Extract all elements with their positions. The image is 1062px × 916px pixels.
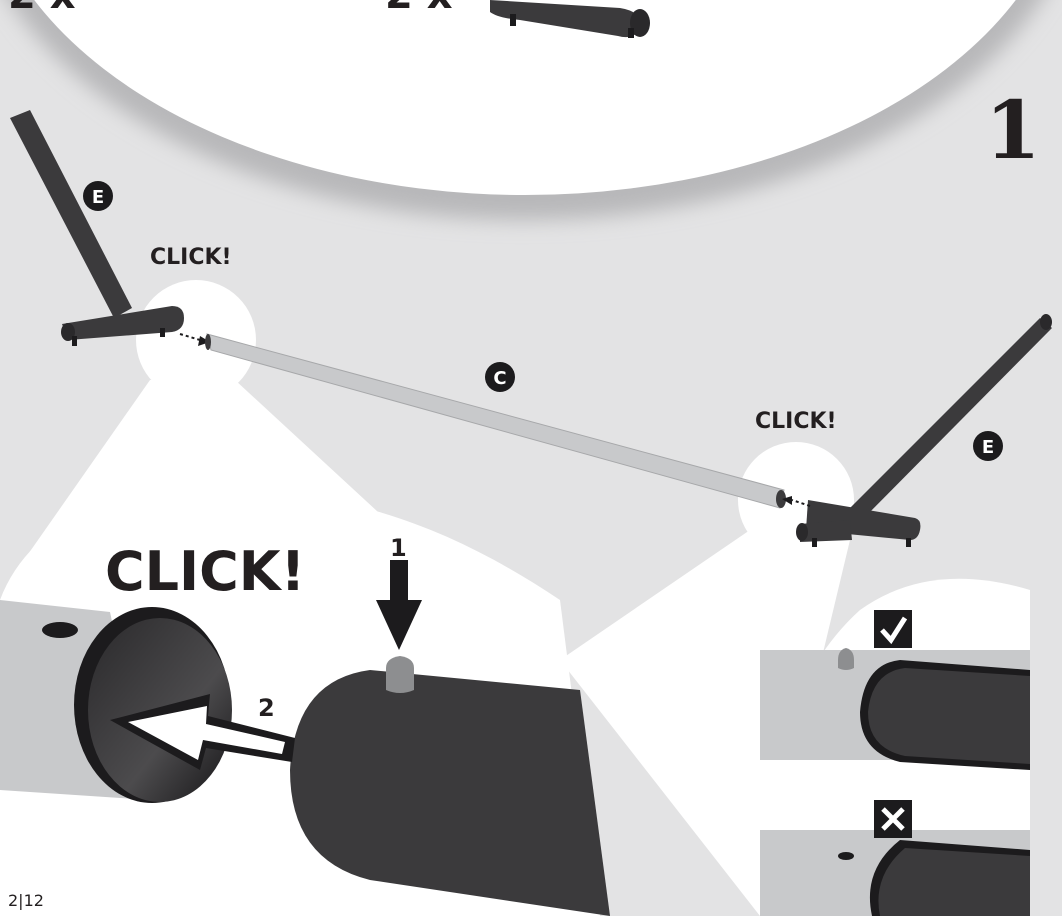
- insert-arrow-big: [110, 694, 295, 770]
- insert-arrow-left: [179, 333, 210, 346]
- check-icon: [874, 610, 912, 648]
- leg-right: [796, 314, 1052, 547]
- click-label-detail: CLICK!: [105, 540, 305, 603]
- svg-text:E: E: [92, 187, 104, 208]
- svg-text:E: E: [982, 437, 994, 458]
- qty-left: 2 x: [8, 0, 76, 18]
- action-1-label: 1: [390, 534, 407, 562]
- action-2-label: 2: [258, 694, 275, 722]
- cross-icon: [874, 800, 912, 838]
- header-leg-part: [490, 0, 650, 38]
- insert-arrow-right: [782, 496, 811, 507]
- parts-header-bubble: [9, 0, 1041, 220]
- step-number: 1: [985, 83, 1041, 177]
- qty-right: 2 x: [385, 0, 453, 18]
- part-label-C: C: [485, 362, 515, 392]
- click-label-left: CLICK!: [150, 245, 232, 270]
- part-label-left-E: E: [83, 181, 113, 211]
- detail-leg-end: [290, 656, 610, 916]
- callout-cone-left: [10, 380, 430, 580]
- click-label-right: CLICK!: [755, 409, 837, 434]
- tube-C: [205, 333, 786, 509]
- leg-left: [10, 110, 184, 346]
- zoom-circle-left: [136, 280, 256, 400]
- svg-text:C: C: [493, 368, 506, 389]
- part-label-right-E: E: [973, 431, 1003, 461]
- page-number: 2|12: [8, 891, 44, 910]
- press-arrow: [376, 560, 422, 650]
- check-panel: [760, 578, 1030, 916]
